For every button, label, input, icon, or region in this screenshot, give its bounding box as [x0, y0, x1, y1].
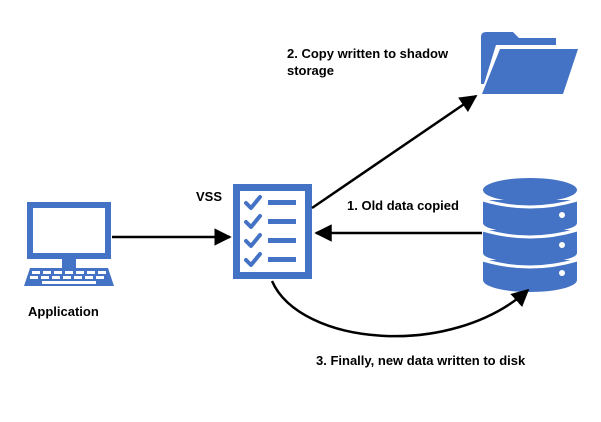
arrow-vss-to-shadow-storage: [311, 94, 478, 210]
checklist-icon: [233, 184, 312, 279]
arrow-vss-to-disk: [270, 280, 530, 338]
step-final-label: 3. Finally, new data written to disk: [316, 353, 526, 368]
step-copy-label: 2. Copy written to shadow storage: [287, 46, 449, 78]
application-label: Application: [28, 304, 99, 319]
vss-label: VSS: [196, 189, 223, 204]
computer-icon: [24, 202, 114, 286]
step-old-data-label: 1. Old data copied: [347, 198, 459, 213]
folder-icon: [481, 32, 578, 94]
database-icon: [482, 178, 578, 292]
